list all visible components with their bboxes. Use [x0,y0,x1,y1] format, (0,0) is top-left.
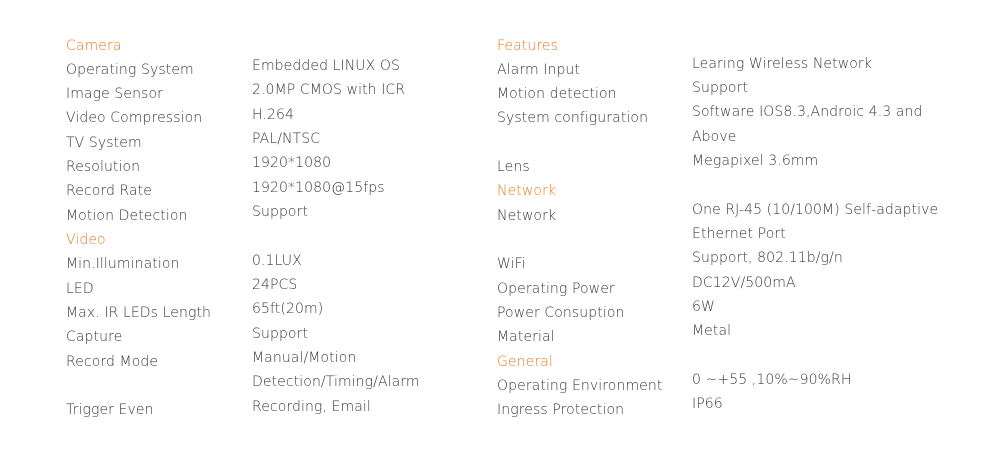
section-heading-video: Video [66,232,106,248]
spec-label-record-rate: Record Rate [66,183,153,199]
spec-value-record-mode-line2: Detection/Timing/Alarm [252,374,420,390]
spec-label-tv-system: TV System [66,135,142,151]
section-heading-camera: Camera [66,38,122,54]
spec-value-record-mode-line3: Recording, Email [252,399,371,415]
spec-label-network: Network [497,208,557,224]
spec-label-power-consuption: Power Consuption [497,305,625,321]
section-heading-features: Features [497,38,558,54]
spec-value-system-configuration-line2: Above [692,129,737,145]
spec-label-image-sensor: Image Sensor [66,86,163,102]
spec-label-max-ir-leds-length: Max. IR LEDs Length [66,305,212,321]
spec-label-operating-environment: Operating Environment [497,378,663,394]
spec-value-operating-environment: 0 ~+55 ,10%~90%RH [692,372,852,388]
spec-value-resolution: 1920*1080 [252,155,332,171]
spec-label-alarm-input: Alarm Input [497,62,580,78]
spec-value-video-compression: H.264 [252,107,294,123]
spec-value-operating-system: Embedded LINUX OS [252,58,401,74]
spec-value-wifi: Support, 802.11b/g/n [692,250,843,266]
spec-label-ingress-protection: Ingress Protection [497,402,625,418]
spec-label-motion-detection-feature: Motion detection [497,86,617,102]
spec-value-alarm-input: Learing Wireless Network [692,56,872,72]
section-heading-general: General [497,354,553,370]
spec-label-led: LED [66,281,94,297]
spec-value-min-illumination: 0.1LUX [252,253,302,269]
spec-label-lens: Lens [497,159,530,175]
spec-value-tv-system: PAL/NTSC [252,131,321,147]
spec-label-operating-power: Operating Power [497,281,615,297]
spec-label-wifi: WiFi [497,256,526,272]
spec-label-material: Material [497,329,555,345]
spec-value-image-sensor: 2.0MP CMOS with ICR [252,82,406,98]
spec-label-resolution: Resolution [66,159,141,175]
spec-value-lens: Megapixel 3.6mm [692,153,819,169]
spec-label-record-mode: Record Mode [66,354,159,370]
section-heading-network: Network [497,183,557,199]
spec-value-capture: Support [252,326,309,342]
spec-label-video-compression: Video Compression [66,110,203,126]
spec-value-record-mode-line1: Manual/Motion [252,350,357,366]
spec-value-power-consuption: 6W [692,299,715,315]
spec-value-max-ir-leds-length: 65ft(20m) [252,301,324,317]
spec-label-trigger-even: Trigger Even [66,402,154,418]
spec-value-network-line1: One RJ-45 (10/100M) Self-adaptive [692,202,939,218]
spec-value-motion-detection-feature: Support [692,80,749,96]
spec-value-led: 24PCS [252,277,298,293]
spec-value-material: Metal [692,323,732,339]
spec-label-motion-detection: Motion Detection [66,208,188,224]
spec-value-system-configuration-line1: Software IOS8.3,Androic 4.3 and [692,104,923,120]
spec-label-operating-system: Operating System [66,62,194,78]
spec-label-capture: Capture [66,329,123,345]
spec-value-operating-power: DC12V/500mA [692,275,796,291]
spec-value-network-line2: Ethernet Port [692,226,786,242]
spec-value-motion-detection: Support [252,204,309,220]
spec-label-min-illumination: Min.Illumination [66,256,180,272]
spec-value-record-rate: 1920*1080@15fps [252,180,385,196]
spec-label-system-configuration: System configuration [497,110,649,126]
spec-value-ingress-protection: IP66 [692,396,723,412]
